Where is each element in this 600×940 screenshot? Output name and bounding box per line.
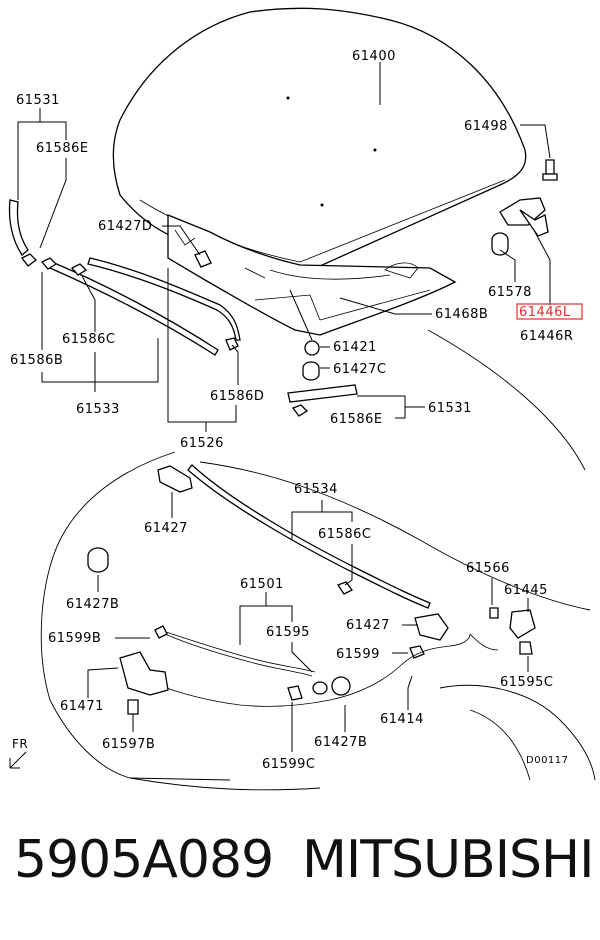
part-labels: 61400 61531 61586E 61498 61427D 61578 61… [10, 49, 583, 772]
part-number: 5905A089 [14, 830, 274, 890]
weatherstrip-left-part [8, 199, 37, 267]
seal-lower-part [187, 464, 431, 609]
front-marker-label: FR [12, 737, 28, 751]
label-61427-right: 61427 [346, 618, 390, 633]
label-61526: 61526 [180, 436, 224, 451]
label-61400: 61400 [352, 49, 396, 64]
hinge-right-part [491, 159, 558, 256]
label-61595C: 61595C [500, 675, 553, 690]
label-61531-top: 61531 [16, 93, 60, 108]
hood-part [112, 7, 527, 336]
label-61445: 61445 [504, 583, 548, 598]
front-arrow-icon [9, 751, 27, 769]
leader-lines [17, 62, 551, 752]
highlight-box-61446L [516, 303, 583, 320]
label-61533: 61533 [76, 402, 120, 417]
label-61427: 61427 [144, 521, 188, 536]
label-61595: 61595 [266, 625, 310, 640]
label-61586B: 61586B [10, 353, 63, 368]
label-61501: 61501 [240, 577, 284, 592]
small-parts-bottom [87, 465, 536, 659]
label-61578: 61578 [488, 285, 532, 300]
label-61414: 61414 [380, 712, 424, 727]
label-61586E-mid: 61586E [330, 412, 383, 427]
label-61599C: 61599C [262, 757, 315, 772]
small-parts-top [194, 250, 358, 417]
seal-center-part [87, 257, 241, 351]
label-61534: 61534 [294, 482, 338, 497]
label-61427B-left: 61427B [66, 597, 119, 612]
label-61427B-bottom: 61427B [314, 735, 367, 750]
label-61597B: 61597B [102, 737, 155, 752]
label-61446L: 61446L [519, 305, 571, 320]
label-61421: 61421 [333, 340, 377, 355]
seal-strip-left-part [40, 257, 219, 356]
label-61427D: 61427D [98, 219, 152, 234]
label-61468B: 61468B [435, 307, 488, 322]
label-61599: 61599 [336, 647, 380, 662]
footer: 5905A089 MITSUBISHI [0, 830, 600, 910]
car-body-outline [40, 329, 596, 791]
label-61531-mid: 61531 [428, 401, 472, 416]
label-61599B: 61599B [48, 631, 101, 646]
release-cable-part [144, 625, 499, 707]
label-61586C-left: 61586C [62, 332, 115, 347]
label-61586D: 61586D [210, 389, 264, 404]
brand-name: MITSUBISHI [302, 830, 594, 890]
label-61471: 61471 [60, 699, 104, 714]
hood-latch-part [119, 651, 169, 715]
parts-diagram: 61400 61531 61586E 61498 61427D 61578 61… [8, 7, 596, 791]
label-61427C: 61427C [333, 362, 386, 377]
label-61586C-mid: 61586C [318, 527, 371, 542]
label-61586E-top: 61586E [36, 141, 89, 156]
label-61446R: 61446R [520, 329, 573, 344]
diagram-code: D00117 [526, 755, 569, 766]
label-61498: 61498 [464, 119, 508, 134]
label-61566: 61566 [466, 561, 510, 576]
